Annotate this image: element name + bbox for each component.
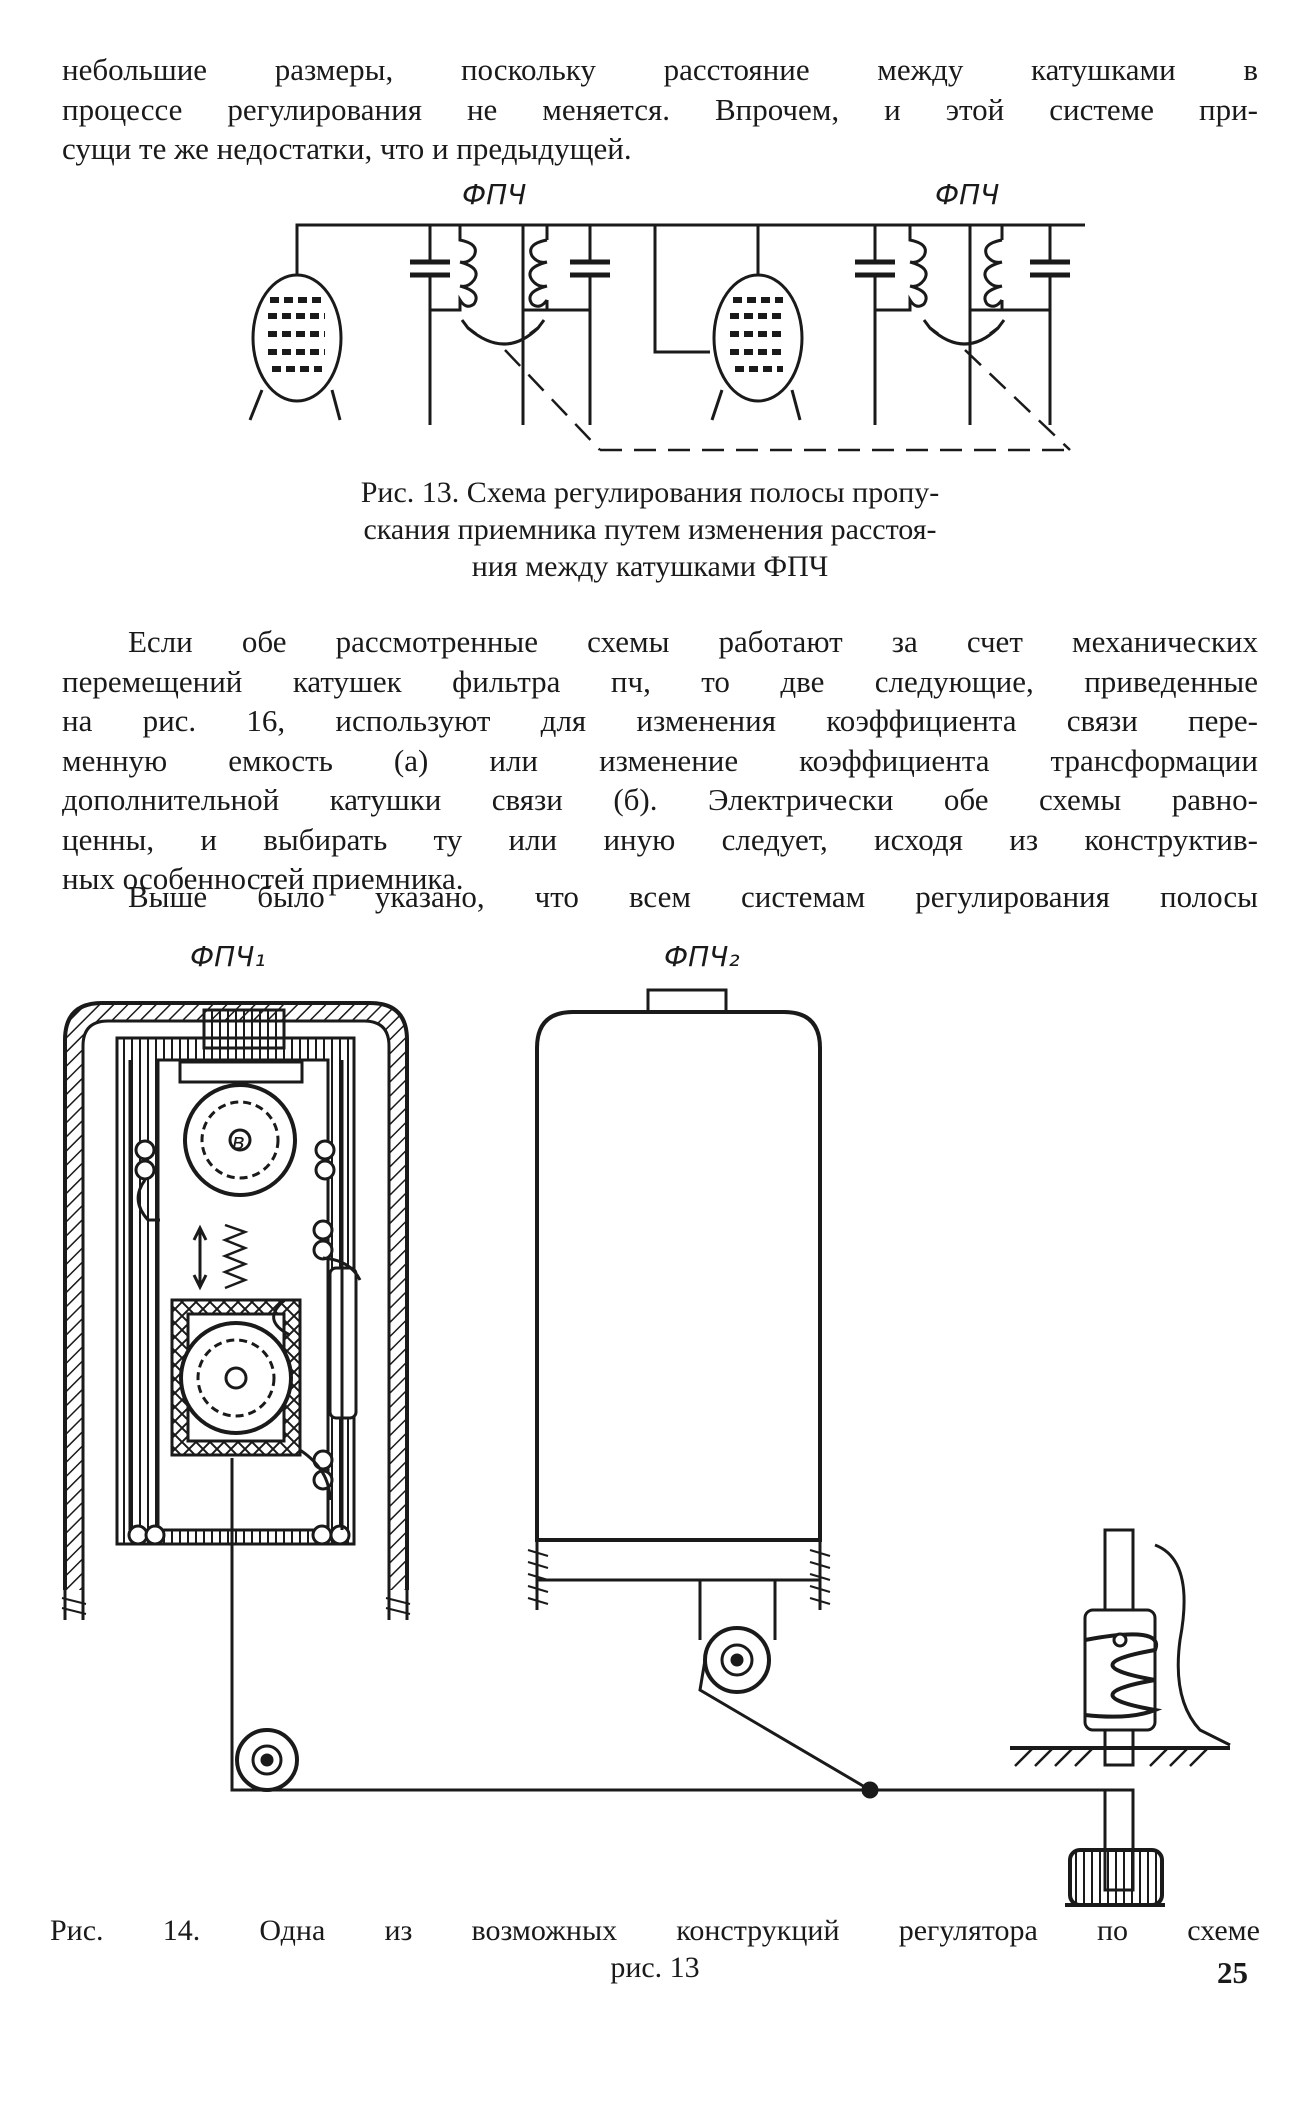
figure13-label-right: ФПЧ [935,178,1000,211]
fpch2-can [527,988,831,1694]
caption-line: рис. 13 [610,1951,700,1984]
caption-line: Рис. 14. Одна из возможных конструкций р… [50,1914,1260,1947]
disk-marker: в [232,1130,245,1155]
text-line: дополнительной катушки связи (б). Электр… [62,782,1258,817]
paragraph-3-text: Выше было указано, что всем системам рег… [62,877,1258,917]
text-line: ных особенностей приемника. [62,861,464,896]
fpch1-frame [115,1008,362,1546]
intro-paragraph: небольшие размеры, поскольку расстояние … [62,50,1258,169]
caption-line: скания приемника путем изменения расстоя… [363,513,937,546]
filter2 [855,225,1070,425]
text-line: сущи те же недостатки, что и предыдущей. [62,131,632,166]
text-line: процессе регулирования не меняется. Впро… [62,91,1258,127]
intro-text: небольшие размеры, поскольку расстояние … [62,50,1258,169]
adjuster-assembly [1010,1528,1231,1907]
paragraph-2: Если обе рассмотренные схемы работают за… [62,622,1258,899]
figure14-caption: Рис. 14. Одна из возможных конструкций р… [50,1912,1260,1986]
figure13-schematic [248,223,1085,452]
text-line: ценны, и выбирать ту или иную следует, и… [62,821,1258,857]
page-number: 25 [1217,1955,1248,1990]
figure14-label-fpch2: ФПЧ₂ [664,940,740,973]
caption-line: Рис. 13. Схема регулирования полосы проп… [360,476,940,509]
text-line: Если обе рассмотренные схемы работают за… [128,624,1258,659]
figure13-label-left: ФПЧ [462,178,527,211]
text-line: небольшие размеры, поскольку расстояние … [62,52,1258,87]
filter1 [410,225,610,425]
paragraph-2-text: Если обе рассмотренные схемы работают за… [62,622,1258,899]
figure14-drawing [61,988,1231,1907]
text-line: перемещений катушек фильтра пч, то две с… [62,663,1258,699]
text-line: Выше было указано, что всем системам рег… [128,879,1258,914]
left-tube [248,273,343,421]
right-tube [710,273,804,421]
figure13-caption: Рис. 13. Схема регулирования полосы проп… [230,474,1070,585]
text-line: на рис. 16, используют для изменения коэ… [62,703,1258,738]
paragraph-3: Выше было указано, что всем системам рег… [62,877,1258,917]
figure14-label-fpch1: ФПЧ₁ [190,940,266,973]
caption-line: ния между катушками ФПЧ [471,550,829,583]
text-line: менную емкость (а) или изменение коэффиц… [62,742,1258,778]
